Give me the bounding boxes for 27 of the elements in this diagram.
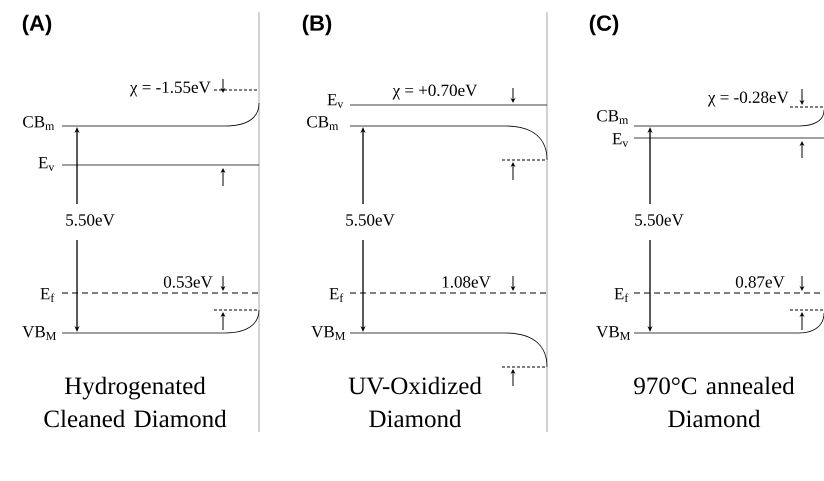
- level-label: VB$_{M}$: [311, 326, 345, 340]
- level-label: CB$_{m}$: [23, 116, 54, 130]
- level-label: CB$_{m}$: [307, 116, 338, 130]
- caption: 970°C annealed Diamond: [634, 376, 794, 428]
- panel-label: (B): [302, 14, 332, 36]
- panel-label: (A): [22, 14, 52, 36]
- level-label: E$_{f}$: [329, 288, 344, 302]
- panel-label: (C): [590, 14, 618, 36]
- energy-value-label: 0.87eV: [736, 276, 785, 288]
- level-label: E$_{v}$: [612, 133, 628, 147]
- level-label: E$_{v}$: [38, 157, 54, 171]
- energy-value-label: 5.50eV: [635, 214, 684, 226]
- caption: UV-Oxidized Diamond: [348, 376, 482, 428]
- level-label: E$_{v}$: [327, 94, 344, 108]
- caption: Hydrogenated Cleaned Diamond: [44, 376, 226, 428]
- energy-value-label: 5.50eV: [66, 214, 115, 226]
- energy-value-label: χ = +0.70eV: [392, 84, 478, 100]
- level-label: E$_{f}$: [40, 288, 54, 302]
- energy-value-label: 5.50eV: [346, 214, 395, 226]
- level-label: VB$_{M}$: [22, 326, 56, 340]
- energy-value-label: 1.08eV: [442, 276, 491, 288]
- energy-value-label: χ = -0.28eV: [708, 92, 789, 106]
- energy-value-label: 0.53eV: [164, 276, 213, 288]
- level-label: CB$_{m}$: [597, 110, 628, 124]
- level-label: VB$_{M}$: [596, 326, 630, 340]
- level-label: E$_{f}$: [614, 288, 628, 302]
- energy-value-label: χ = -1.55eV: [130, 82, 211, 96]
